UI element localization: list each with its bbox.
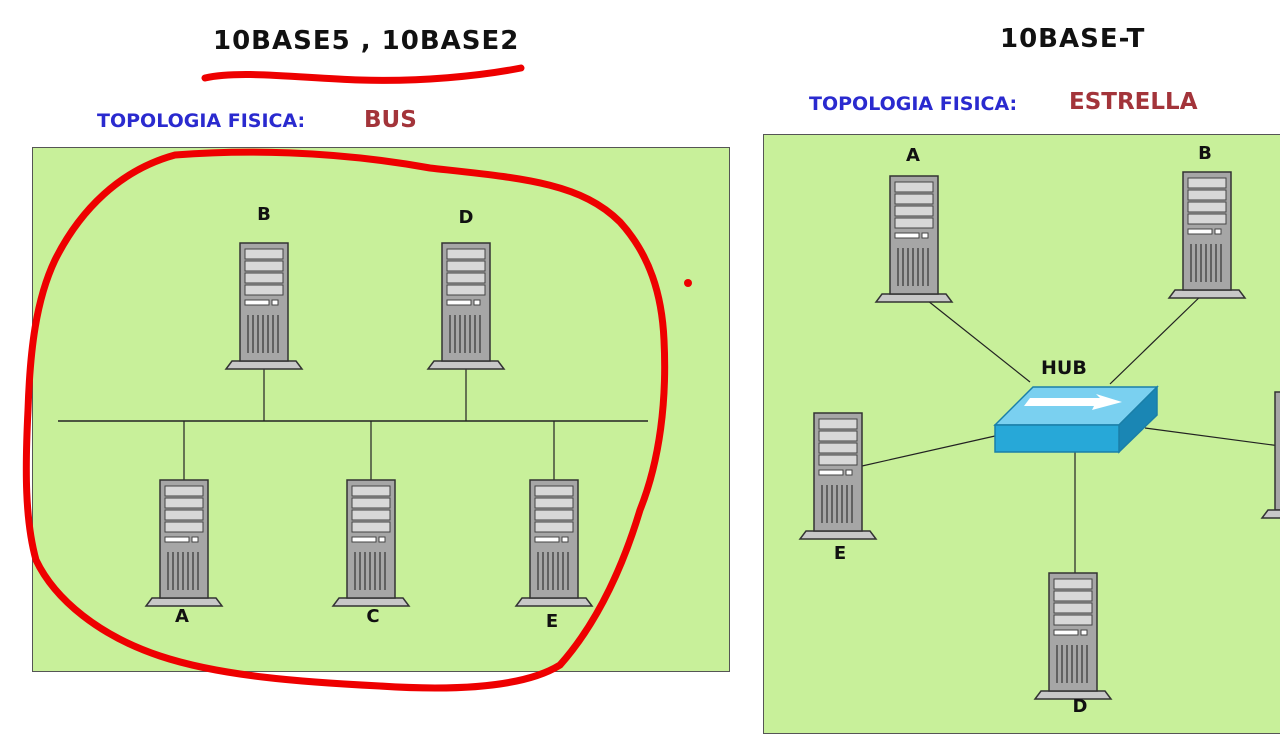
right-topology-value: ESTRELLA (1069, 89, 1198, 115)
bus-node-label-c: C (366, 606, 380, 627)
title-underline-annotation (201, 64, 525, 84)
right-title: 10BASE-T (1000, 24, 1146, 54)
star-node-label-b: B (1198, 143, 1212, 164)
left-topology-label: TOPOLOGIA FISICA: (97, 110, 306, 132)
star-node-label-d: D (1072, 696, 1088, 717)
right-topology-label: TOPOLOGIA FISICA: (809, 93, 1018, 115)
bus-server-e-icon (515, 479, 593, 607)
bus-server-b-icon (225, 242, 303, 370)
star-server-b-icon (1168, 171, 1246, 299)
star-server-partial-icon (1260, 391, 1280, 519)
bus-node-label-e: E (545, 611, 559, 632)
star-server-d-icon (1034, 572, 1112, 700)
hub-icon (993, 385, 1159, 454)
bus-node-label-b: B (257, 204, 271, 225)
bus-server-d-icon (427, 242, 505, 370)
bus-node-label-a: A (175, 606, 189, 627)
star-server-a-icon (875, 175, 953, 303)
bus-server-a-icon (145, 479, 223, 607)
annotation-dot (684, 279, 692, 287)
bus-server-c-icon (332, 479, 410, 607)
bus-node-label-d: D (458, 207, 474, 228)
star-server-e-icon (799, 412, 877, 540)
hub-label: HUB (1041, 357, 1087, 379)
star-node-label-a: A (906, 145, 920, 166)
left-topology-value: BUS (364, 107, 417, 133)
bus-circle-annotation (22, 148, 669, 692)
star-node-label-e: E (833, 543, 847, 564)
left-title: 10BASE5 , 10BASE2 (213, 26, 520, 56)
